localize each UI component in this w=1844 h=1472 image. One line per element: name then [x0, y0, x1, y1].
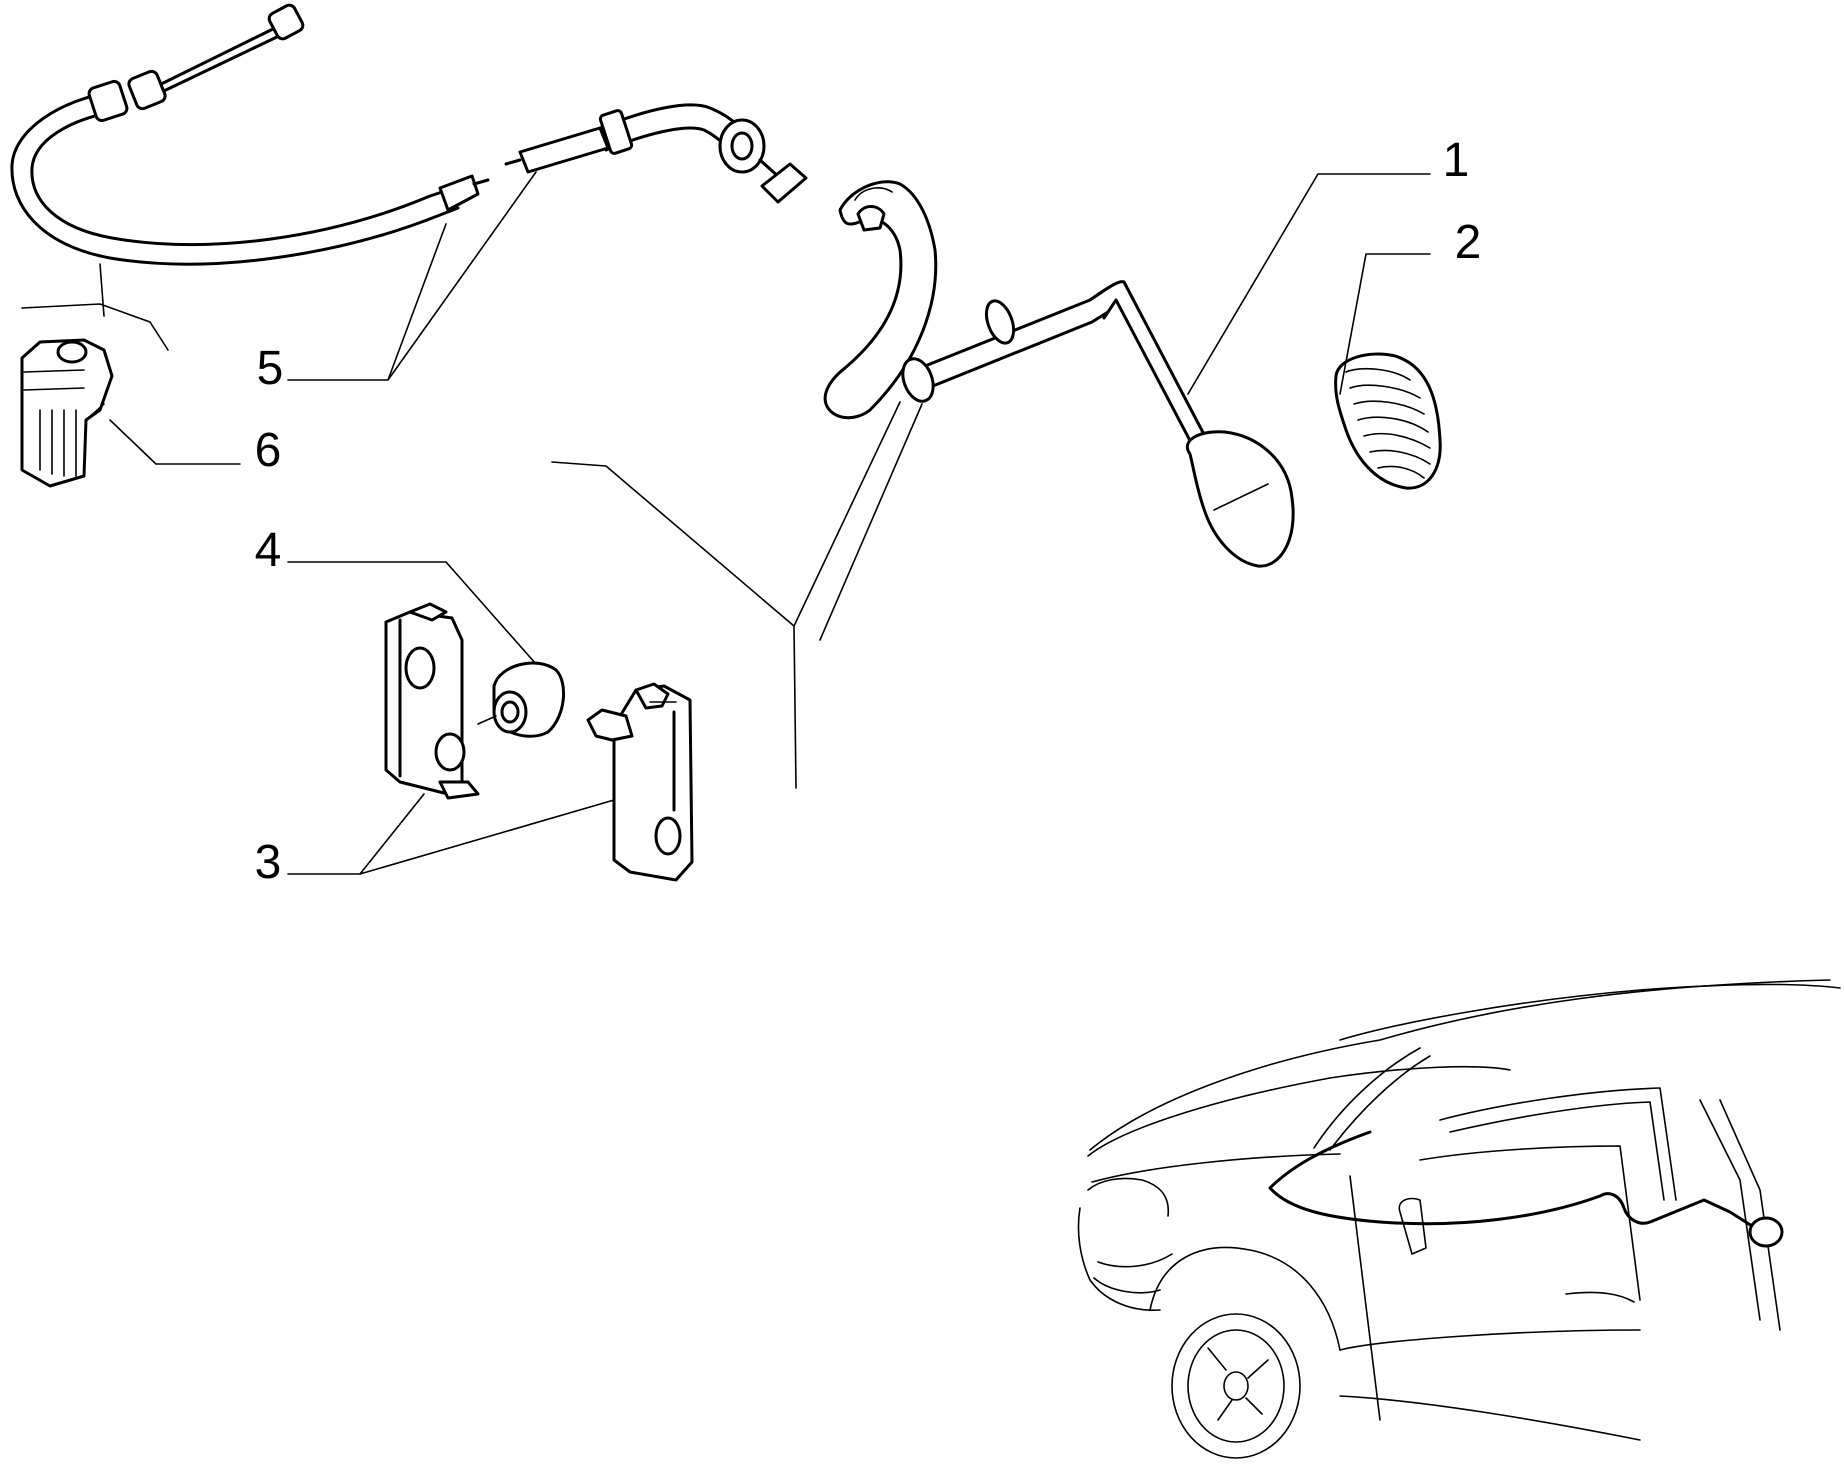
- callout-4: 4: [255, 524, 282, 577]
- accelerator-pedal: [823, 180, 1295, 568]
- pedal-bushing: [477, 661, 566, 738]
- callout-numbers: 1 2 5 6 4 3: [255, 134, 1482, 889]
- leader-lines: [21, 171, 1431, 875]
- car-location-illustration: [1077, 979, 1841, 1459]
- callout-1: 1: [1443, 134, 1470, 187]
- callout-2: 2: [1455, 216, 1482, 269]
- cable-clip: [20, 338, 114, 488]
- pedal-pad-cover: [1334, 352, 1442, 490]
- callout-6: 6: [255, 424, 282, 477]
- accelerator-cable: [10, 3, 808, 266]
- pedal-bracket-right: [586, 682, 694, 882]
- callout-3: 3: [255, 836, 282, 889]
- callout-5: 5: [257, 342, 284, 395]
- pedal-bracket-left: [384, 602, 480, 800]
